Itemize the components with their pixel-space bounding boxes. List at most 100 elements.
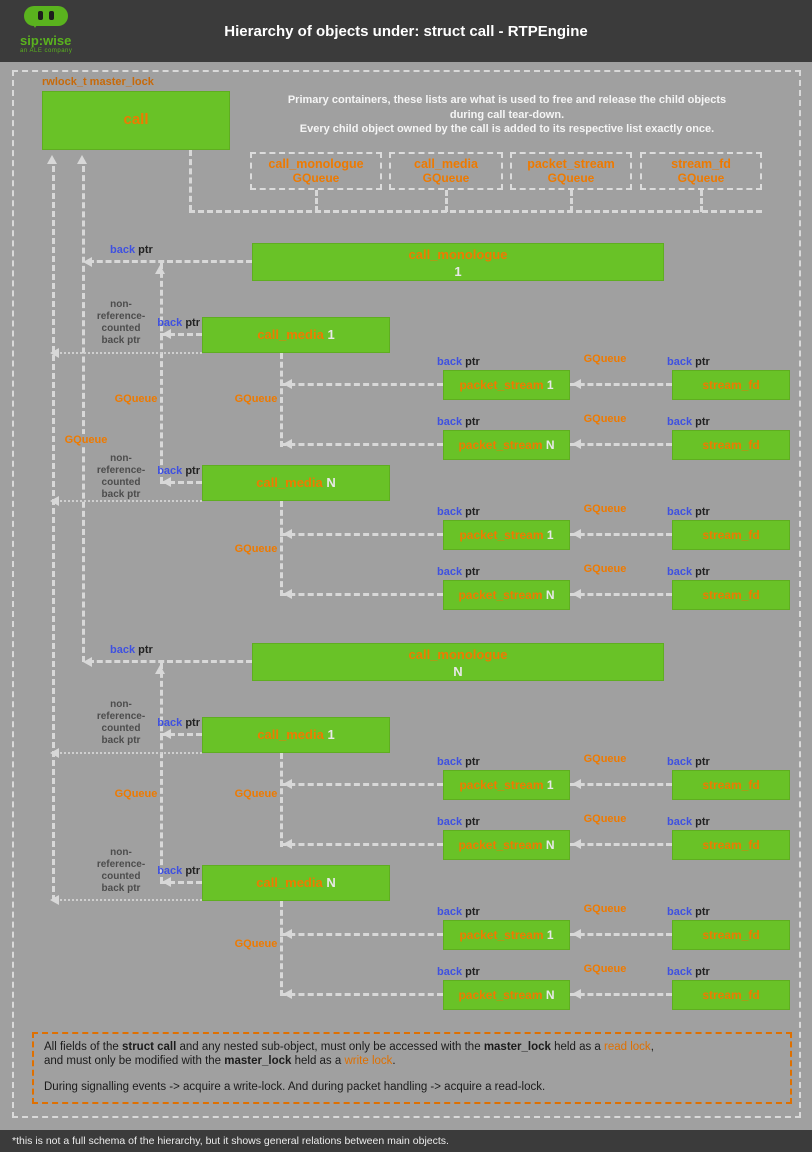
arrow-left-icon: [572, 529, 581, 539]
container-stream-fd-queue: stream_fd GQueue: [640, 152, 762, 190]
node-stream-fd: stream_fd: [672, 830, 790, 860]
node-packet-stream-1: packet_stream 1: [443, 920, 570, 950]
logo-brand: sip:wise: [20, 33, 72, 48]
back-ptr-label: back ptr: [157, 465, 200, 477]
locking-rules-line: and must only be modified with the maste…: [44, 1054, 396, 1067]
dotted-connector-line: [56, 752, 202, 754]
node-packet-stream-n: packet_stream N: [443, 430, 570, 460]
connector-line: [280, 533, 443, 536]
back-ptr-label: back ptr: [437, 816, 480, 828]
node-index: 1: [546, 778, 554, 792]
connector-line: [280, 783, 443, 786]
arrow-left-icon: [572, 779, 581, 789]
node-label: call_media: [257, 327, 324, 342]
node-stream-fd: stream_fd: [672, 920, 790, 950]
connector-line: [570, 443, 672, 446]
node-label: stream_fd: [702, 778, 760, 792]
node-stream-fd: stream_fd: [672, 370, 790, 400]
arrow-left-icon: [283, 529, 292, 539]
gqueue-label: GQueue: [583, 563, 627, 575]
connector-line: [160, 733, 202, 736]
connector-line: [280, 593, 443, 596]
arrow-left-icon: [283, 779, 292, 789]
connector-line: [280, 753, 283, 847]
back-ptr-label: back ptr: [667, 816, 710, 828]
node-label: packet_stream: [458, 988, 543, 1002]
gqueue-label: GQueue: [114, 393, 158, 405]
gqueue-label: GQueue: [583, 963, 627, 975]
connector-line: [160, 881, 202, 884]
node-stream-fd: stream_fd: [672, 980, 790, 1010]
logo-eye-icon: [38, 11, 43, 20]
connector-line: [160, 663, 163, 883]
arrow-left-icon: [50, 748, 59, 758]
back-ptr-label: back ptr: [437, 506, 480, 518]
node-index: 1: [454, 264, 462, 279]
connector-line: [88, 660, 252, 663]
node-label: stream_fd: [702, 378, 760, 392]
gqueue-label: GQueue: [234, 393, 278, 405]
logo-eye-icon: [49, 11, 54, 20]
intro-text: Primary containers, these lists are what…: [262, 93, 752, 137]
gqueue-label: GQueue: [583, 353, 627, 365]
back-ptr-label: back ptr: [437, 966, 480, 978]
node-label: call_media: [256, 475, 323, 490]
back-ptr-label: back ptr: [110, 244, 153, 256]
intro-line: during call tear-down.: [449, 108, 565, 121]
node-label: stream_fd: [702, 928, 760, 942]
node-index: 1: [546, 928, 554, 942]
node-label: packet_stream: [459, 528, 544, 542]
node-label: call_monologue: [408, 647, 508, 662]
locking-rules-line: During signalling events -> acquire a wr…: [44, 1081, 546, 1093]
back-ptr-label: back ptr: [157, 317, 200, 329]
connector-line: [700, 190, 703, 212]
node-stream-fd: stream_fd: [672, 520, 790, 550]
connector-line: [280, 843, 443, 846]
connector-line: [280, 993, 443, 996]
arrow-left-icon: [283, 989, 292, 999]
container-call-media-queue: call_media GQueue: [389, 152, 503, 190]
node-label: packet_stream: [458, 838, 543, 852]
node-label: call_monologue: [408, 247, 508, 262]
connector-line: [570, 843, 672, 846]
connector-line: [88, 260, 252, 263]
connector-line: [570, 533, 672, 536]
arrow-left-icon: [572, 379, 581, 389]
locking-rules-box: All fields of the struct call and any ne…: [32, 1032, 792, 1104]
connector-line: [570, 783, 672, 786]
arrow-left-icon: [83, 657, 92, 667]
arrow-left-icon: [572, 929, 581, 939]
arrow-left-icon: [283, 839, 292, 849]
node-index: 1: [327, 727, 335, 742]
node-call-media-1: call_media 1: [202, 317, 390, 353]
gqueue-label: GQueue: [234, 543, 278, 555]
node-label: stream_fd: [702, 528, 760, 542]
node-index: N: [545, 438, 555, 452]
node-index: N: [545, 588, 555, 602]
node-index: N: [326, 475, 336, 490]
node-call-media-1: call_media 1: [202, 717, 390, 753]
back-ptr-label: back ptr: [437, 356, 480, 368]
connector-line: [280, 383, 443, 386]
container-type: GQueue: [292, 171, 340, 185]
diagram-frame: [12, 70, 801, 1118]
node-packet-stream-1: packet_stream 1: [443, 370, 570, 400]
node-label: stream_fd: [702, 838, 760, 852]
arrow-left-icon: [572, 589, 581, 599]
connector-line: [280, 933, 443, 936]
container-name: packet_stream: [527, 157, 615, 171]
arrow-left-icon: [572, 989, 581, 999]
locking-rules-line: All fields of the struct call and any ne…: [44, 1041, 654, 1053]
node-index: 1: [546, 528, 554, 542]
speech-bubble-icon: [24, 6, 68, 28]
connector-line: [570, 190, 573, 212]
arrow-left-icon: [283, 589, 292, 599]
node-label: stream_fd: [702, 588, 760, 602]
node-label: call_media: [256, 875, 323, 890]
back-ptr-label: back ptr: [437, 416, 480, 428]
arrow-left-icon: [83, 257, 92, 267]
connector-line: [570, 593, 672, 596]
node-stream-fd: stream_fd: [672, 770, 790, 800]
